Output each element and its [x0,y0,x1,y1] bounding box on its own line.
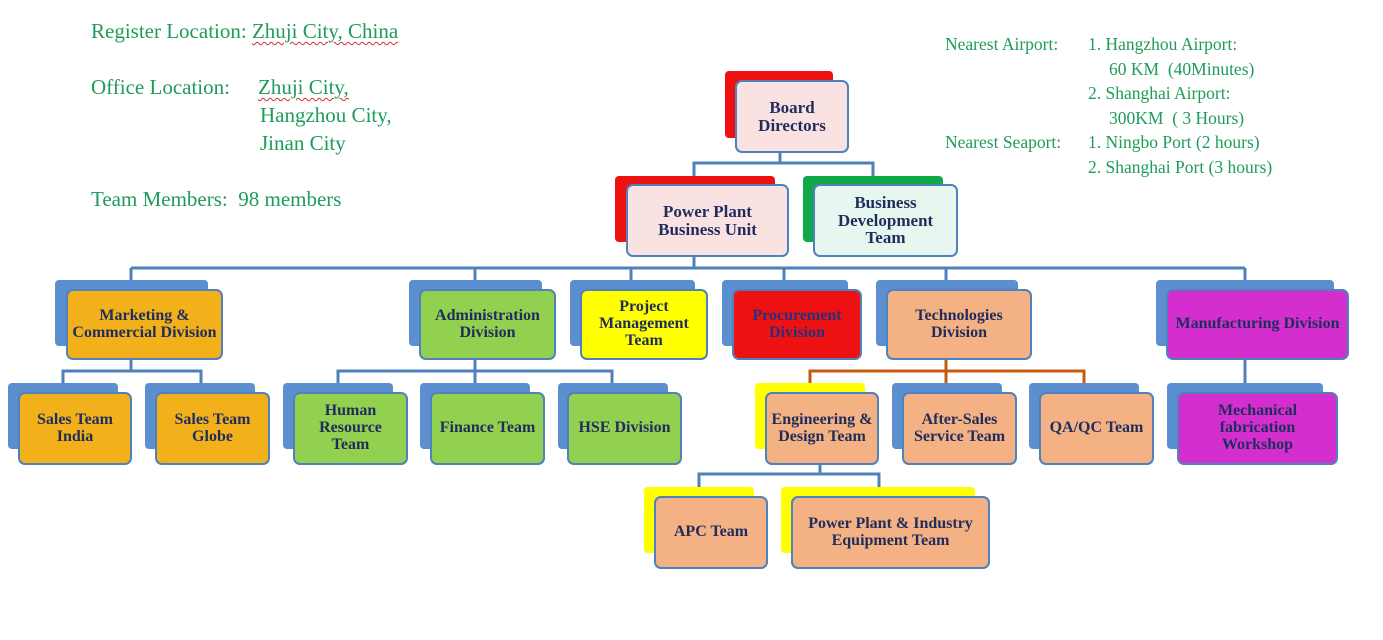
node-hr-label: Human Resource Team [293,392,408,465]
team-members: Team Members: 98 members [91,185,341,213]
node-technologies-label: Technologies Division [886,289,1032,360]
node-marketing-label: Marketing & Commercial Division [66,289,223,360]
node-hse-label: HSE Division [567,392,682,465]
office-line-1-text: Zhuji City, [258,75,349,99]
node-procurement-label: Procurement Division [732,289,862,360]
node-mech-workshop-label: Mechanical fabrication Workshop [1177,392,1338,465]
node-project-management-label: Project Management Team [580,289,708,360]
airport-2: 2. Shanghai Airport: [1088,83,1231,103]
register-label: Register Location: [91,19,247,43]
tree-connectors [61,152,1247,487]
node-power-plant-bu-label: Power Plant Business Unit [626,184,789,257]
node-board-label: Board Directors [735,80,849,153]
node-qaqc-label: QA/QC Team [1039,392,1154,465]
connector-level1 [692,161,875,176]
seaport-1: 1. Ningbo Port (2 hours) [1088,132,1260,152]
connector-eng-teams [697,472,881,487]
team-members-value: 98 members [238,187,342,211]
node-sales-globe-label: Sales Team Globe [155,392,270,465]
node-sales-india-label: Sales Team India [18,392,132,465]
node-pp-industry-label: Power Plant & Industry Equipment Team [791,496,990,569]
airport-1: 1. Hangzhou Airport: [1088,34,1238,54]
node-manufacturing-label: Manufacturing Division [1166,289,1349,360]
office-line-2: Hangzhou City, [260,103,392,127]
seaport-label: Nearest Seaport: [945,132,1062,152]
team-members-label: Team Members: [91,187,228,211]
node-after-sales-label: After-Sales Service Team [902,392,1017,465]
airport-1-distance: 60 KM (40Minutes) [1109,58,1255,79]
node-apc-label: APC Team [654,496,768,569]
node-bd-team-label: Business Development Team [813,184,958,257]
office-line-3: Jinan City [260,131,346,155]
register-value: Zhuji City, China [251,19,399,43]
airport-label: Nearest Airport: [945,34,1059,54]
node-administration-label: Administration Division [419,289,556,360]
connector-sales [61,369,203,383]
airport-2-distance: 300KM ( 3 Hours) [1109,107,1245,128]
office-line-1: Zhuji City, [258,73,349,101]
tech-connectors [808,360,1086,383]
node-engineering-label: Engineering & Design Team [765,392,879,465]
register-location: Register Location: Zhuji City, China [91,17,398,45]
seaport-2: 2. Shanghai Port (3 hours) [1088,156,1273,177]
office-location-label: Office Location: [91,75,230,99]
node-finance-label: Finance Team [430,392,545,465]
